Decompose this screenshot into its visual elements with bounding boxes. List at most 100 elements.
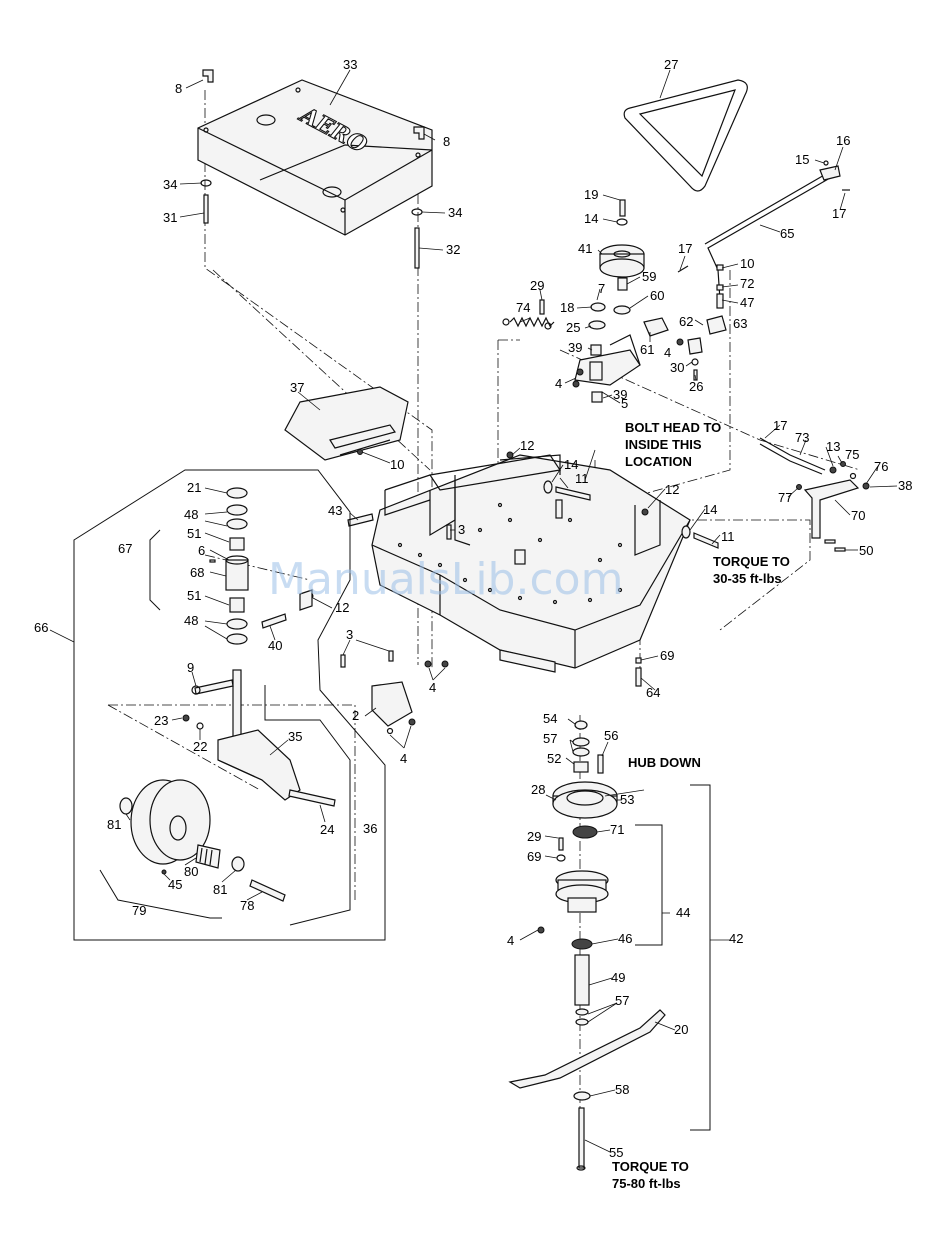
callout-26: 26	[689, 379, 703, 394]
callout-6: 6	[198, 543, 205, 558]
note-hub-down: HUB DOWN	[628, 755, 701, 770]
callout-35: 35	[288, 729, 302, 744]
callout-80: 80	[184, 864, 198, 879]
callout-12: 12	[520, 438, 534, 453]
callout-14: 14	[584, 211, 598, 226]
deck-holes	[397, 502, 623, 605]
callout-18: 18	[560, 300, 574, 315]
callout-38: 38	[898, 478, 912, 493]
caster-assembly	[182, 487, 336, 807]
bracket-37	[284, 386, 409, 461]
callout-42: 42	[729, 931, 743, 946]
callout-70: 70	[851, 508, 865, 523]
callout-7: 7	[598, 281, 605, 296]
callout-4: 4	[429, 680, 436, 695]
callout-23: 23	[154, 713, 168, 728]
callout-60: 60	[650, 288, 664, 303]
callout-10: 10	[390, 457, 404, 472]
callout-8: 8	[175, 81, 182, 96]
callout-28: 28	[531, 782, 545, 797]
callout-41: 41	[578, 241, 592, 256]
spring	[502, 316, 555, 330]
callout-10: 10	[740, 256, 754, 271]
callout-68: 68	[190, 565, 204, 580]
callout-4: 4	[507, 933, 514, 948]
note-bolt-head-line1: BOLT HEAD TO	[625, 420, 721, 435]
callout-25: 25	[566, 320, 580, 335]
callout-58: 58	[615, 1082, 629, 1097]
callout-40: 40	[268, 638, 282, 653]
callout-4: 4	[664, 345, 671, 360]
callout-2: 2	[352, 708, 359, 723]
callout-63: 63	[733, 316, 747, 331]
callout-69: 69	[527, 849, 541, 864]
callout-79: 79	[132, 903, 146, 918]
callout-66: 66	[34, 620, 48, 635]
leader-lines	[49, 69, 898, 1153]
callout-4: 4	[400, 751, 407, 766]
callout-39: 39	[568, 340, 582, 355]
deck-cover: AERO	[197, 79, 433, 236]
callout-22: 22	[193, 739, 207, 754]
note-bolt-head-line3: LOCATION	[625, 454, 692, 469]
callout-51: 51	[187, 588, 201, 603]
callout-34: 34	[448, 205, 462, 220]
callout-55: 55	[609, 1145, 623, 1160]
callout-43: 43	[328, 503, 342, 518]
callout-14: 14	[564, 457, 578, 472]
callout-76: 76	[874, 459, 888, 474]
callout-45: 45	[168, 877, 182, 892]
drive-belt	[623, 79, 748, 192]
callout-3: 3	[458, 522, 465, 537]
note-torque-blade-line1: TORQUE TO	[612, 1159, 689, 1174]
callout-49: 49	[611, 970, 625, 985]
note-torque-blade-line2: 75-80 ft-lbs	[612, 1176, 681, 1191]
callout-81: 81	[107, 817, 121, 832]
control-rod	[677, 160, 850, 309]
callout-4: 4	[555, 376, 562, 391]
callout-13: 13	[826, 439, 840, 454]
idler-assembly	[539, 199, 727, 403]
callout-14: 14	[703, 502, 717, 517]
callout-29: 29	[530, 278, 544, 293]
callout-67: 67	[118, 541, 132, 556]
callout-36: 36	[363, 821, 377, 836]
watermark: ManualsLib.com	[268, 554, 623, 605]
callout-39: 39	[613, 387, 627, 402]
note-torque-deck-line2: 30-35 ft-lbs	[713, 571, 782, 586]
deck-hardware	[261, 451, 719, 687]
callout-12: 12	[665, 482, 679, 497]
callout-11: 11	[721, 529, 735, 544]
callout-32: 32	[446, 242, 460, 257]
callout-27: 27	[664, 57, 678, 72]
callout-48: 48	[184, 507, 198, 522]
callout-46: 46	[618, 931, 632, 946]
callout-24: 24	[320, 822, 334, 837]
callout-17: 17	[678, 241, 692, 256]
callout-9: 9	[187, 660, 194, 675]
callout-17: 17	[832, 206, 846, 221]
note-torque-deck-line1: TORQUE TO	[713, 554, 790, 569]
callout-77: 77	[778, 490, 792, 505]
callout-30: 30	[670, 360, 684, 375]
callout-12: 12	[335, 600, 349, 615]
callout-61: 61	[640, 342, 654, 357]
callout-75: 75	[845, 447, 859, 462]
callout-64: 64	[646, 685, 660, 700]
callout-5: 5	[621, 396, 628, 411]
callout-56: 56	[604, 728, 618, 743]
callout-62: 62	[679, 314, 693, 329]
callout-16: 16	[836, 133, 850, 148]
callout-29: 29	[527, 829, 541, 844]
callout-21: 21	[187, 480, 201, 495]
callout-59: 59	[642, 269, 656, 284]
callout-71: 71	[610, 822, 624, 837]
callout-19: 19	[584, 187, 598, 202]
callout-57: 57	[615, 993, 629, 1008]
callout-50: 50	[859, 543, 873, 558]
cover-hardware	[200, 69, 425, 269]
callout-81: 81	[213, 882, 227, 897]
callout-44: 44	[676, 905, 690, 920]
callout-73: 73	[795, 430, 809, 445]
